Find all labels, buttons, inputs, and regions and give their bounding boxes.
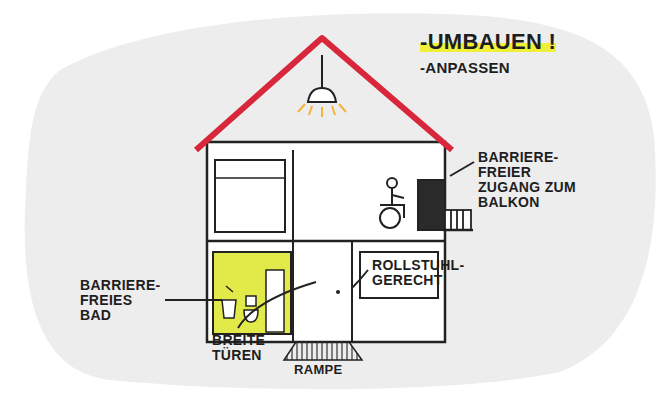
ceiling-lamp (308, 55, 336, 102)
leader-line (165, 162, 474, 328)
callout-label: ROLLSTUHL-GERECHT (372, 258, 468, 288)
part-label: RAMPE (294, 363, 374, 377)
bathroom (213, 252, 291, 334)
callout-label: BREITE TÜREN (212, 333, 276, 363)
heading-note: -UMBAUEN ! (420, 30, 580, 54)
floor (207, 240, 445, 243)
roof (196, 38, 452, 150)
background-blob (25, 13, 656, 389)
ramp (284, 342, 362, 360)
room (215, 160, 285, 232)
lamp-glow (298, 104, 346, 117)
house-walls (207, 142, 445, 342)
wheelchair-user (380, 178, 445, 230)
balcony (443, 210, 473, 230)
callout-label: BARRIERE-FREIES BAD (80, 278, 164, 323)
note: -ANPASSEN (420, 60, 560, 76)
callout-label: BARRIERE-FREIER ZUGANG ZUM BALKON (478, 150, 586, 210)
